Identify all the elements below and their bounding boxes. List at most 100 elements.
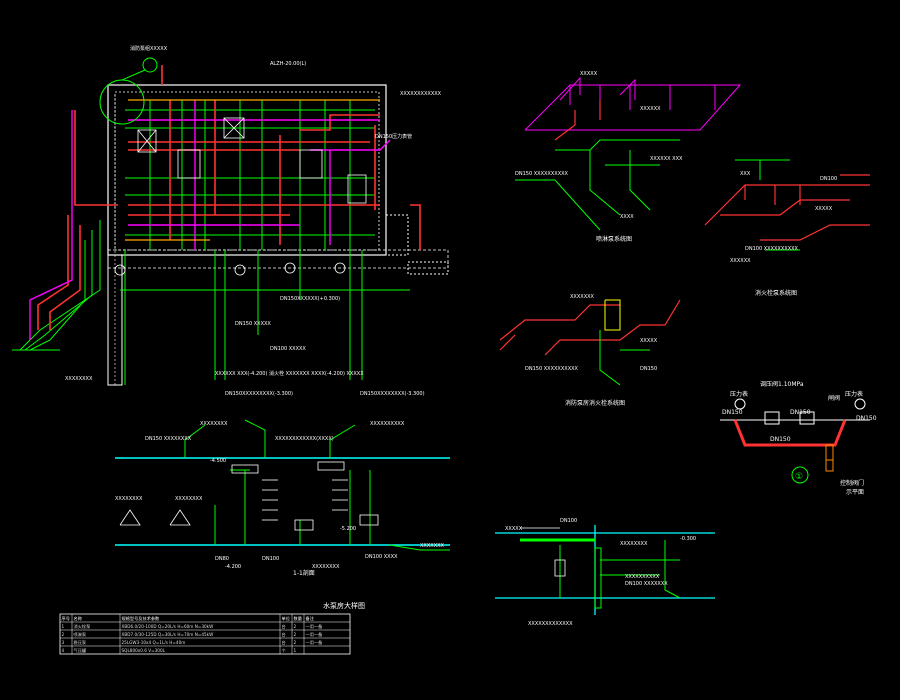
section-caption: 水泵房大样图 — [323, 601, 365, 610]
svg-text:XXXXXXXX: XXXXXXXX — [312, 564, 340, 570]
gate-label: 闸阀 — [828, 394, 840, 402]
table-cell: SQL800x0.6 V=300L — [122, 648, 166, 653]
table-cell: 3 — [62, 640, 65, 645]
table-cell: 2 — [62, 632, 65, 637]
svg-text:DN150XXXXXXXXX(-3.300): DN150XXXXXXXXX(-3.300) — [225, 391, 293, 397]
pump-room-plan: ALZH-20.00(L) 消防泵组XXXXX XXXXXXXXXXXX DN1… — [12, 45, 449, 397]
svg-text:XXXXXXXXXX: XXXXXXXXXX — [625, 574, 660, 580]
svg-text:DN150 XXXXXXXXXX: DN150 XXXXXXXXXX — [515, 171, 569, 177]
svg-text:XXXXXXXXXXXXX: XXXXXXXXXXXXX — [528, 621, 573, 627]
table-cell: 喷淋泵 — [74, 631, 87, 638]
table-cell: 1 — [294, 648, 297, 653]
svg-text:DN100 XXXXXXX: DN100 XXXXXXX — [625, 581, 668, 587]
iso-diagram-sprinkler: XXXXX XXXXXX XXX DN150 XXXXXXXXXX XXXX X… — [515, 71, 742, 243]
table-cell: XBD7.0/30-125D Q=30L/s H=70m N=45kW — [122, 632, 214, 637]
svg-text:DN150 XXXXX: DN150 XXXXX — [235, 321, 271, 327]
pressure-note: 调压阀1.10MPa — [760, 380, 804, 388]
valve-note-2: DN150 — [790, 409, 811, 416]
svg-text:DN100: DN100 — [262, 556, 279, 562]
table-cell: 1 — [62, 624, 65, 629]
table-cell: 个 — [282, 648, 287, 653]
valve-note-4: DN150 — [770, 436, 791, 443]
svg-text:XXXXXXX: XXXXXXX — [420, 543, 445, 549]
table-cell: 一用一备 — [306, 631, 324, 638]
legend-bubble — [791, 466, 809, 484]
left-inlet-label: 压力表 — [730, 390, 748, 398]
svg-text:XXXXXXXX: XXXXXXXX — [175, 496, 203, 502]
table-header-cell: 序号 — [62, 615, 70, 622]
svg-text:XXXXXX: XXXXXX — [730, 258, 751, 264]
svg-text:XXXXX: XXXXX — [815, 206, 833, 212]
table-header-cell: 备注 — [306, 615, 315, 622]
table-cell: 2 — [294, 640, 297, 645]
svg-text:DN100: DN100 — [560, 518, 577, 524]
svg-text:DN100 XXXXX: DN100 XXXXX — [270, 346, 306, 352]
svg-text:XXXX: XXXX — [620, 214, 634, 220]
svg-text:XXXXX: XXXXX — [505, 526, 523, 532]
table-cell: 消火栓泵 — [74, 623, 91, 630]
legend-symbol: ① — [795, 472, 803, 482]
svg-text:XXX: XXX — [740, 171, 751, 177]
svg-text:XXXXXXXX: XXXXXXXX — [200, 421, 228, 427]
bottom-detail: XXXXX DN100 XXXXXXXX XXXXXXXXXX DN100 XX… — [495, 518, 715, 627]
table-cell: 台 — [282, 623, 286, 630]
table-header-cell: 名称 — [74, 615, 82, 622]
right-inlet-label: 压力表 — [845, 390, 863, 398]
table-cell: 25LGW3-10x4 Q=1L/s H=40m — [122, 640, 186, 645]
table-cell: XBD6.0/20-100D Q=20L/s H=60m N=30kW — [122, 624, 214, 629]
iso-diagram-hydrant: XXX DN100 XXXXX DN100 XXXXXXXXXX XXXXXX … — [704, 159, 870, 297]
table-cell: 气压罐 — [74, 647, 87, 654]
svg-text:DN150XXXXXXXX(-3.300): DN150XXXXXXXX(-3.300) — [360, 391, 425, 397]
svg-text:DN150压力表管: DN150压力表管 — [375, 133, 412, 140]
svg-text:消防泵组XXXXX: 消防泵组XXXXX — [130, 45, 168, 52]
table-cell: 2 — [294, 624, 297, 629]
level-2: -4.500 — [210, 458, 226, 464]
section-marker: 1-1剖面 — [293, 569, 315, 577]
iso-caption-3: 消防泵房消火栓系统图 — [565, 399, 625, 407]
level-top: -0.300 — [680, 536, 696, 542]
svg-text:XXXXXXXXXXXX: XXXXXXXXXXXX — [400, 91, 442, 97]
iso-diagram-room: XXXXXXX DN150 XXXXXXXXXX XXXXX DN150 消防泵… — [499, 294, 681, 407]
table-header-cell: 单位 — [282, 615, 290, 622]
valve-note-3: DN150 — [856, 415, 877, 422]
svg-text:XXXXX: XXXXX — [640, 338, 658, 344]
svg-text:ALZH-20.00(L): ALZH-20.00(L) — [270, 61, 306, 67]
table-frame — [59, 613, 351, 655]
plan-caption: 示平面 — [846, 489, 864, 496]
svg-text:XXXXXXXX: XXXXXXXX — [115, 496, 143, 502]
svg-text:XXXXXXXX: XXXXXXXX — [65, 376, 93, 382]
table-cell: 2 — [294, 632, 297, 637]
svg-text:DN150XXXXXX(+0.300): DN150XXXXXX(+0.300) — [280, 296, 340, 302]
svg-text:XXXXXX XXX: XXXXXX XXX — [650, 156, 683, 162]
table-cell: 台 — [282, 631, 286, 638]
table-cell: 4 — [62, 648, 65, 653]
svg-text:DN100 XXXX: DN100 XXXX — [365, 554, 398, 560]
table-cell: 一用一备 — [306, 639, 324, 646]
valve-detail: DN150 DN150 DN150 DN150 调压阀1.10MPa 压力表 压… — [720, 380, 877, 496]
svg-text:DN150 XXXXXXXXXX: DN150 XXXXXXXXXX — [525, 366, 579, 372]
svg-text:XXXXXX: XXXXXX — [640, 106, 661, 112]
svg-text:XXXXXXXXXX: XXXXXXXXXX — [370, 421, 405, 427]
stamp-note: 控制阀门 — [840, 479, 864, 487]
iso-caption-2: 消火栓泵系统图 — [755, 289, 797, 297]
svg-text:XXXXX: XXXXX — [580, 71, 598, 77]
svg-text:DN150 XXXXXXXX: DN150 XXXXXXXX — [145, 436, 192, 442]
level-1: -4.200 — [225, 564, 241, 570]
table-header-cell: 数量 — [294, 615, 302, 622]
table-cell: 一用一备 — [306, 623, 324, 630]
svg-text:XXXXXXXXXXXX(XXXX): XXXXXXXXXXXX(XXXX) — [275, 436, 334, 442]
svg-text:DN100: DN100 — [820, 176, 837, 182]
svg-text:DN80: DN80 — [215, 556, 229, 562]
svg-text:XXXXXXXX: XXXXXXXX — [620, 541, 648, 547]
table-cell: 稳压泵 — [74, 639, 87, 646]
table-header-cell: 规格型号及技术参数 — [122, 615, 161, 622]
table-cell: 台 — [282, 639, 286, 646]
level-3: -5.200 — [340, 526, 356, 532]
svg-text:DN100 XXXXXXXXXX: DN100 XXXXXXXXXX — [745, 246, 799, 252]
svg-text:DN150: DN150 — [640, 366, 657, 372]
svg-text:XXXXXXX: XXXXXXX — [570, 294, 595, 300]
svg-text:XXXXXX XXX(-4.200) 消火栓 XXXXXXX: XXXXXX XXX(-4.200) 消火栓 XXXXXXX XXXX(-4.2… — [215, 370, 364, 377]
section-1-1: DN150 XXXXXXXX XXXXXXXX XXXXXXXXXXXX(XXX… — [115, 419, 450, 610]
